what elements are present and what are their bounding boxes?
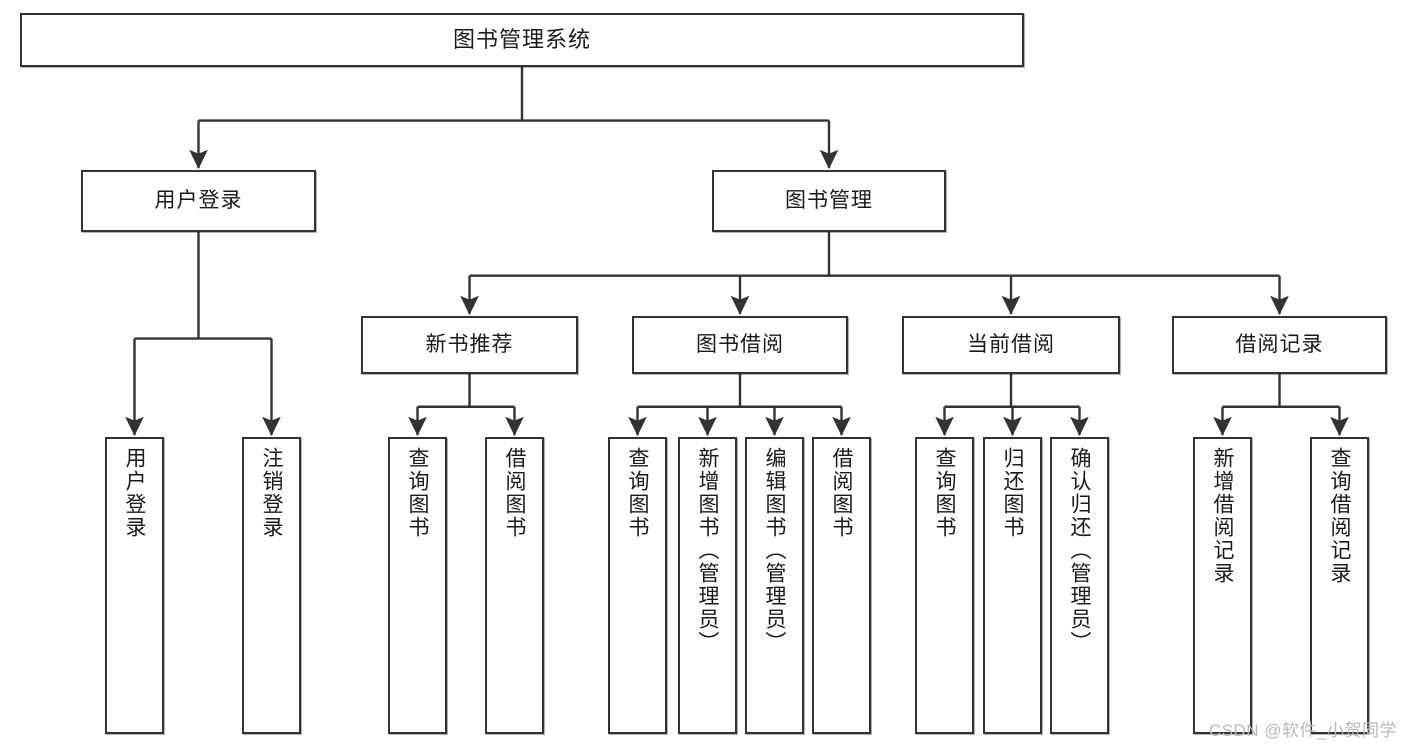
node-label: 借阅图书 <box>830 447 853 539</box>
node-l3-record[interactable]: 借阅记录 <box>1172 316 1387 374</box>
node-label: 图书管理 <box>785 188 873 212</box>
node-label: 确认归还（管理员） <box>1068 447 1091 654</box>
node-label: 查询图书 <box>626 447 649 539</box>
node-label: 归还图书 <box>1001 447 1024 539</box>
node-label: 当前借阅 <box>967 332 1055 356</box>
node-l3-current[interactable]: 当前借阅 <box>902 316 1120 374</box>
node-label: 新增图书（管理员） <box>696 447 719 654</box>
node-l2-book[interactable]: 图书管理 <box>712 170 946 232</box>
node-leaf-1[interactable]: 用户登录 <box>105 437 164 734</box>
node-leaf-9[interactable]: 查询图书 <box>915 437 974 734</box>
node-label: 新书推荐 <box>425 332 514 356</box>
node-leaf-6[interactable]: 新增图书（管理员） <box>678 437 737 734</box>
node-label: 用户登录 <box>123 447 146 539</box>
node-leaf-11[interactable]: 确认归还（管理员） <box>1050 437 1109 734</box>
node-label: 借阅记录 <box>1235 332 1324 356</box>
node-label: 注销登录 <box>260 447 283 539</box>
node-leaf-7[interactable]: 编辑图书（管理员） <box>745 437 804 734</box>
node-label: 新增借阅记录 <box>1211 447 1234 585</box>
node-leaf-2[interactable]: 注销登录 <box>242 437 301 734</box>
node-leaf-13[interactable]: 查询借阅记录 <box>1310 437 1369 734</box>
node-label: 查询图书 <box>933 447 956 539</box>
node-l3-newbook[interactable]: 新书推荐 <box>361 316 578 374</box>
node-label: 编辑图书（管理员） <box>763 447 786 654</box>
node-root[interactable]: 图书管理系统 <box>20 13 1024 67</box>
node-leaf-4[interactable]: 借阅图书 <box>485 437 544 734</box>
node-label: 图书借阅 <box>696 332 784 356</box>
watermark-label: CSDN @软件_小贺同学 <box>1208 721 1397 740</box>
node-label: 查询借阅记录 <box>1328 447 1351 585</box>
node-l3-borrow[interactable]: 图书借阅 <box>632 316 848 374</box>
node-label: 查询图书 <box>406 447 429 539</box>
node-leaf-3[interactable]: 查询图书 <box>388 437 447 734</box>
node-leaf-12[interactable]: 新增借阅记录 <box>1193 437 1252 734</box>
node-leaf-5[interactable]: 查询图书 <box>608 437 667 734</box>
node-leaf-8[interactable]: 借阅图书 <box>812 437 871 734</box>
node-label: 图书管理系统 <box>452 27 591 53</box>
node-leaf-10[interactable]: 归还图书 <box>983 437 1042 734</box>
node-label: 用户登录 <box>154 188 243 212</box>
node-l2-login[interactable]: 用户登录 <box>81 170 316 232</box>
node-label: 借阅图书 <box>503 447 526 539</box>
